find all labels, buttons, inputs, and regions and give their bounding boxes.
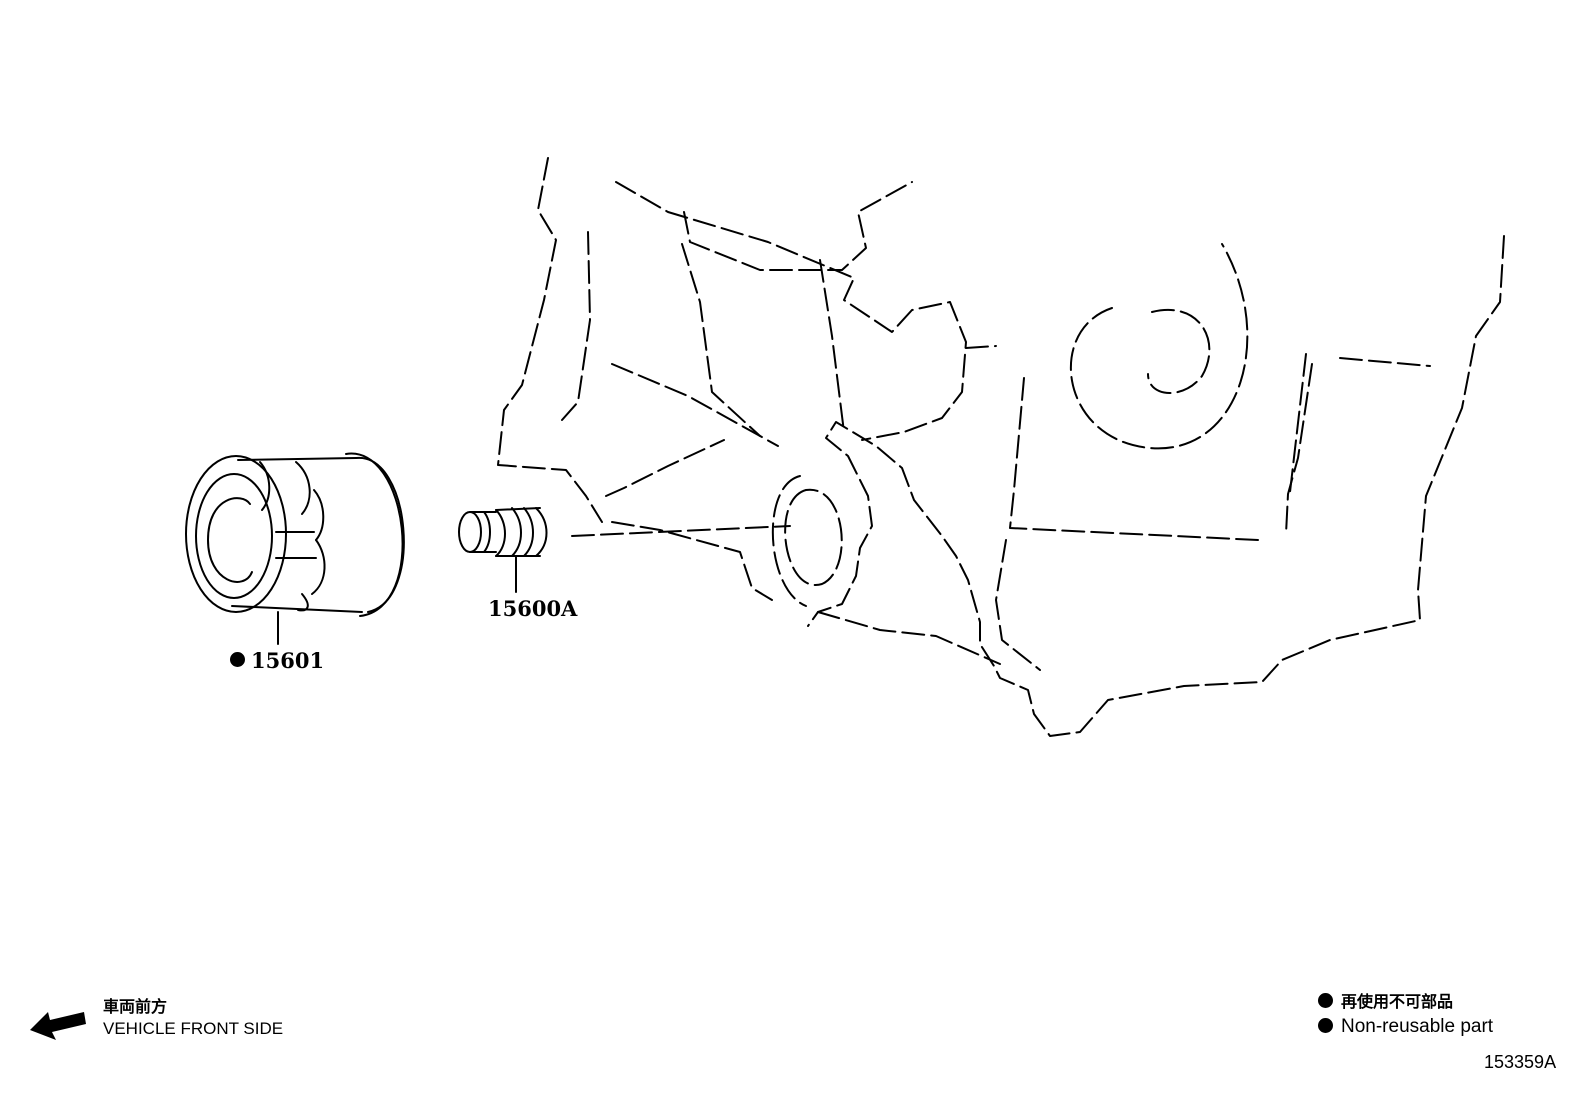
part-number-15600A: 15600A bbox=[488, 596, 578, 621]
mounting-center-line bbox=[571, 525, 791, 537]
oil-filter bbox=[185, 452, 405, 645]
part-label-15600A[interactable]: 15600A bbox=[488, 598, 577, 619]
vehicle-front-arrow-icon bbox=[30, 1012, 86, 1040]
part-label-15601[interactable]: 15601 bbox=[230, 650, 324, 671]
illustration-reference-number: 153359A bbox=[1484, 1052, 1557, 1072]
legend-row-en: Non-reusable part bbox=[1318, 1017, 1493, 1036]
union-fitting bbox=[458, 507, 548, 593]
legend-bullet-icon bbox=[1318, 993, 1333, 1008]
vehicle-front-label-jp: 車両前方 bbox=[103, 997, 168, 1016]
legend-bullet-icon bbox=[1318, 1018, 1333, 1033]
legend-label-jp: 再使用不可部品 bbox=[1341, 994, 1454, 1011]
non-reusable-bullet-icon bbox=[230, 652, 245, 667]
legend-label-en: Non-reusable part bbox=[1341, 1016, 1494, 1037]
part-number-15601: 15601 bbox=[251, 648, 325, 673]
engine-block-outline bbox=[497, 157, 1505, 737]
legend-row-jp: 再使用不可部品 bbox=[1318, 993, 1453, 1011]
vehicle-front-label-en: VEHICLE FRONT SIDE bbox=[103, 1019, 284, 1038]
